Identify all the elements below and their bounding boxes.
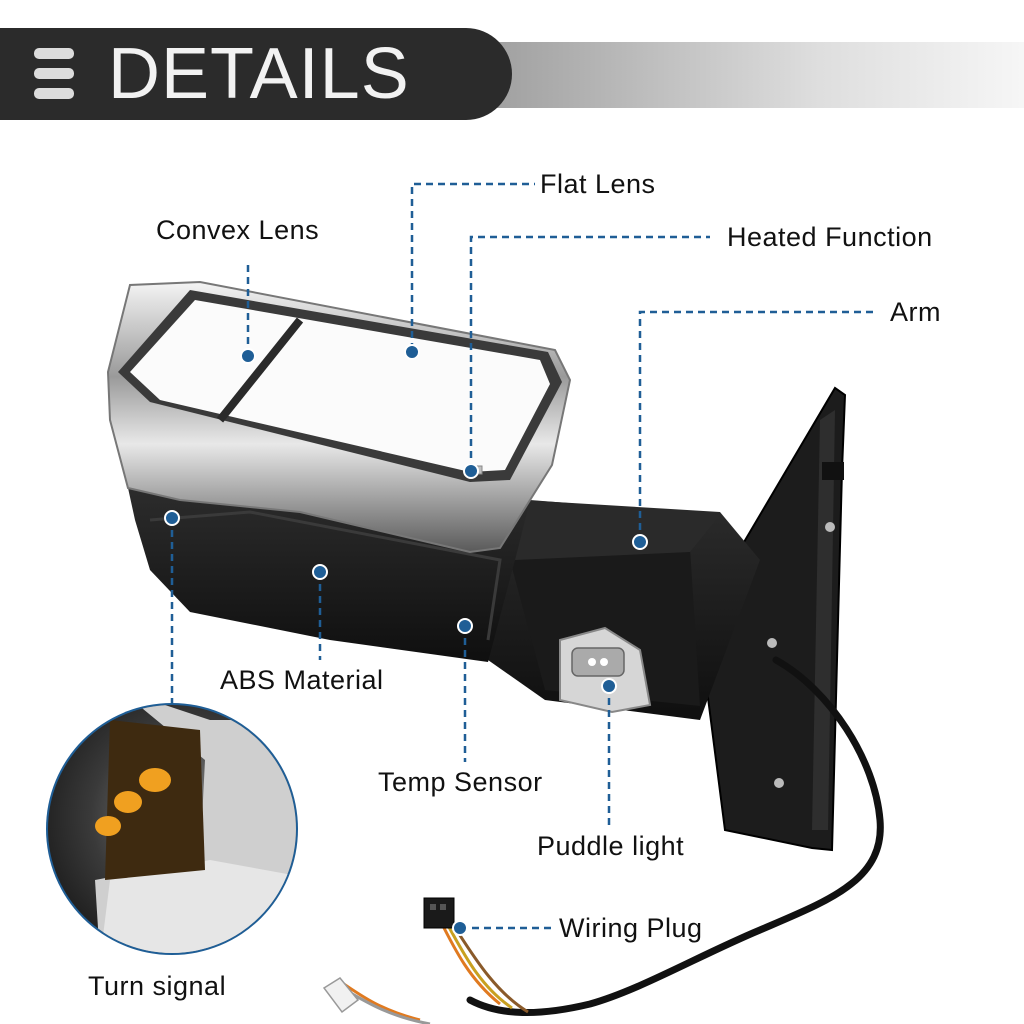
menu-icon — [34, 48, 74, 100]
label-puddle-light: Puddle light — [537, 831, 685, 861]
puddle-light — [559, 626, 652, 714]
callout-leaders — [170, 182, 878, 930]
label-heated-function: Heated Function — [727, 222, 933, 252]
turn-signal-inset — [46, 703, 298, 955]
page-title: DETAILS — [108, 34, 410, 114]
wiring-harness — [337, 656, 884, 1024]
mount-plate — [696, 386, 847, 852]
label-wiring-plug: Wiring Plug — [559, 913, 703, 943]
label-flat-lens: Flat Lens — [540, 169, 656, 199]
wiring-plug — [423, 897, 455, 929]
mirror-glass — [118, 290, 562, 482]
white-connector — [322, 977, 360, 1014]
callout-dots — [164, 344, 648, 936]
mirror-arm — [488, 498, 760, 720]
banner-tab — [0, 28, 512, 120]
label-turn-signal: Turn signal — [88, 971, 227, 1001]
label-abs-material: ABS Material — [220, 665, 384, 695]
label-arm: Arm — [890, 297, 941, 327]
label-convex-lens: Convex Lens — [156, 215, 320, 245]
label-temp-sensor: Temp Sensor — [378, 767, 543, 797]
